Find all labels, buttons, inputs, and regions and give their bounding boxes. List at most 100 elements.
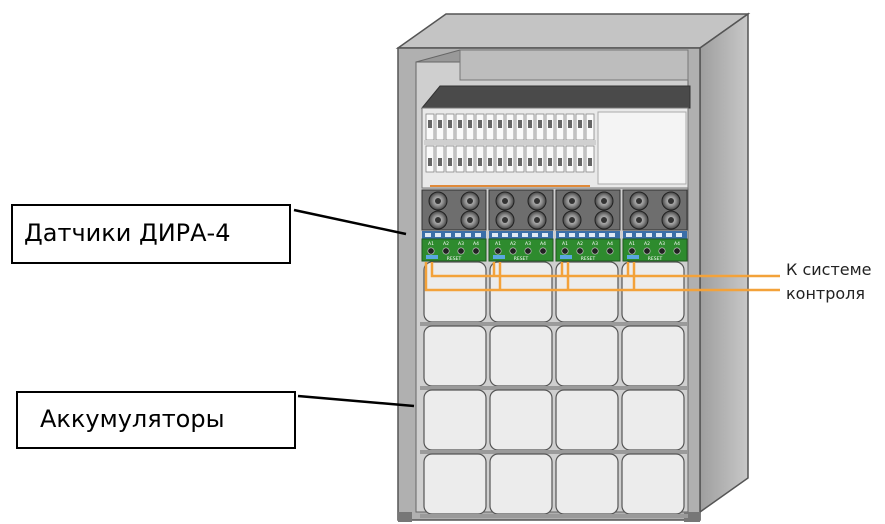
fan-hub: [668, 217, 674, 223]
fan-hub: [668, 198, 674, 204]
sensor-bottom-connector: [426, 255, 438, 259]
sensors-leader-line: [293, 208, 407, 236]
sensor-led-icon: [658, 247, 666, 255]
breaker-toggle-bottom: [508, 158, 512, 166]
sensor-pin: [579, 233, 585, 237]
sensor-pin: [542, 233, 548, 237]
sensor-channel-label: A4: [540, 241, 546, 247]
battery-cell: [555, 325, 619, 387]
sensor-reset-label: RESET: [581, 256, 596, 262]
sensor-bottom-connector: [627, 255, 639, 259]
breaker-toggle-bottom: [578, 158, 582, 166]
sensor-pin: [445, 233, 451, 237]
sensor-pin: [646, 233, 652, 237]
sensor-channel-label: A3: [525, 241, 531, 247]
sensor-reset-label: RESET: [514, 256, 529, 262]
sensors-callout-box: [11, 204, 291, 264]
control-wires: [424, 262, 780, 292]
sensor-channel-label: A2: [644, 241, 650, 247]
fan-hub: [467, 217, 473, 223]
sensor-led-icon: [427, 247, 435, 255]
breaker-toggle-top: [578, 120, 582, 128]
sensor-pin: [532, 233, 538, 237]
breaker-toggle-bottom: [568, 158, 572, 166]
battery-cell: [621, 389, 685, 451]
breaker-toggle-bottom: [528, 158, 532, 166]
sensor-reset-label: RESET: [648, 256, 663, 262]
breaker-toggle-bottom: [468, 158, 472, 166]
sensor-led-icon: [591, 247, 599, 255]
battery-shelf: [420, 386, 688, 390]
sensor-bottom-connector: [560, 255, 572, 259]
breaker-toggle-bottom: [548, 158, 552, 166]
breaker-toggle-bottom: [518, 158, 522, 166]
breaker-toggle-top: [488, 120, 492, 128]
sensor-channel-label: A4: [674, 241, 680, 247]
sensor-channel-label: A1: [562, 241, 568, 247]
sensor-top-connector: [489, 231, 553, 239]
battery-cell: [621, 453, 685, 515]
sensor-channel-label: A2: [577, 241, 583, 247]
battery-cell: [489, 325, 553, 387]
fan-hub: [569, 217, 575, 223]
fan-row: [421, 189, 688, 231]
sensor-channel-label: A1: [428, 241, 434, 247]
breaker-toggle-top: [438, 120, 442, 128]
battery-shelf: [420, 514, 688, 518]
breaker-toggle-top: [558, 120, 562, 128]
sensor-channel-label: A1: [629, 241, 635, 247]
breaker-toggle-bottom: [438, 158, 442, 166]
battery-grid: [420, 261, 688, 518]
breaker-toggle-top: [448, 120, 452, 128]
sensor-channel-label: A4: [607, 241, 613, 247]
sensor-led-icon: [494, 247, 502, 255]
sensor-led-icon: [561, 247, 569, 255]
breaker-toggle-bottom: [558, 158, 562, 166]
sensor-pin: [666, 233, 672, 237]
sensor-led-icon: [442, 247, 450, 255]
fan-hub: [636, 217, 642, 223]
sensor-channel-label: A3: [659, 241, 665, 247]
cabinet-inner-top-shelf: [459, 49, 689, 81]
sensor-channel-label: A4: [473, 241, 479, 247]
sensor-pin: [609, 233, 615, 237]
sensor-pin: [512, 233, 518, 237]
sensor-led-icon: [606, 247, 614, 255]
breaker-rail: [424, 140, 596, 145]
breaker-toggle-top: [458, 120, 462, 128]
battery-cell: [423, 453, 487, 515]
sensor-channel-label: A2: [443, 241, 449, 247]
battery-cell: [621, 261, 685, 323]
top-unit-cover: [420, 85, 691, 109]
cabinet-top: [395, 13, 751, 49]
sensor-top-connector: [556, 231, 620, 239]
sensor-top-connector: [623, 231, 687, 239]
breaker-toggle-top: [588, 120, 592, 128]
cabinet-foot-right: [684, 512, 700, 522]
breaker-toggle-top: [508, 120, 512, 128]
battery-cell: [621, 325, 685, 387]
sensor-pin: [435, 233, 441, 237]
fan-hub: [502, 217, 508, 223]
wire-upper: [430, 262, 780, 278]
fan-hub: [534, 217, 540, 223]
wire-lower: [424, 262, 780, 292]
sensors-label: Датчики ДИРА-4: [24, 219, 231, 247]
sensor-channel-label: A1: [495, 241, 501, 247]
batteries-label: Аккумуляторы: [40, 405, 225, 433]
control-system-label-line2: контроля: [786, 284, 866, 303]
sensor-pin: [676, 233, 682, 237]
battery-shelf: [420, 322, 688, 326]
sensor-led-icon: [628, 247, 636, 255]
battery-cell: [489, 389, 553, 451]
cabinet-side: [699, 12, 749, 514]
sensor-pin: [636, 233, 642, 237]
sensor-pin: [626, 233, 632, 237]
sensor-pin: [656, 233, 662, 237]
breaker-toggle-top: [428, 120, 432, 128]
breaker-toggle-top: [548, 120, 552, 128]
sensor-led-icon: [472, 247, 480, 255]
sensor-reset-label: RESET: [447, 256, 462, 262]
breaker-toggle-top: [568, 120, 572, 128]
fan-hub: [467, 198, 473, 204]
